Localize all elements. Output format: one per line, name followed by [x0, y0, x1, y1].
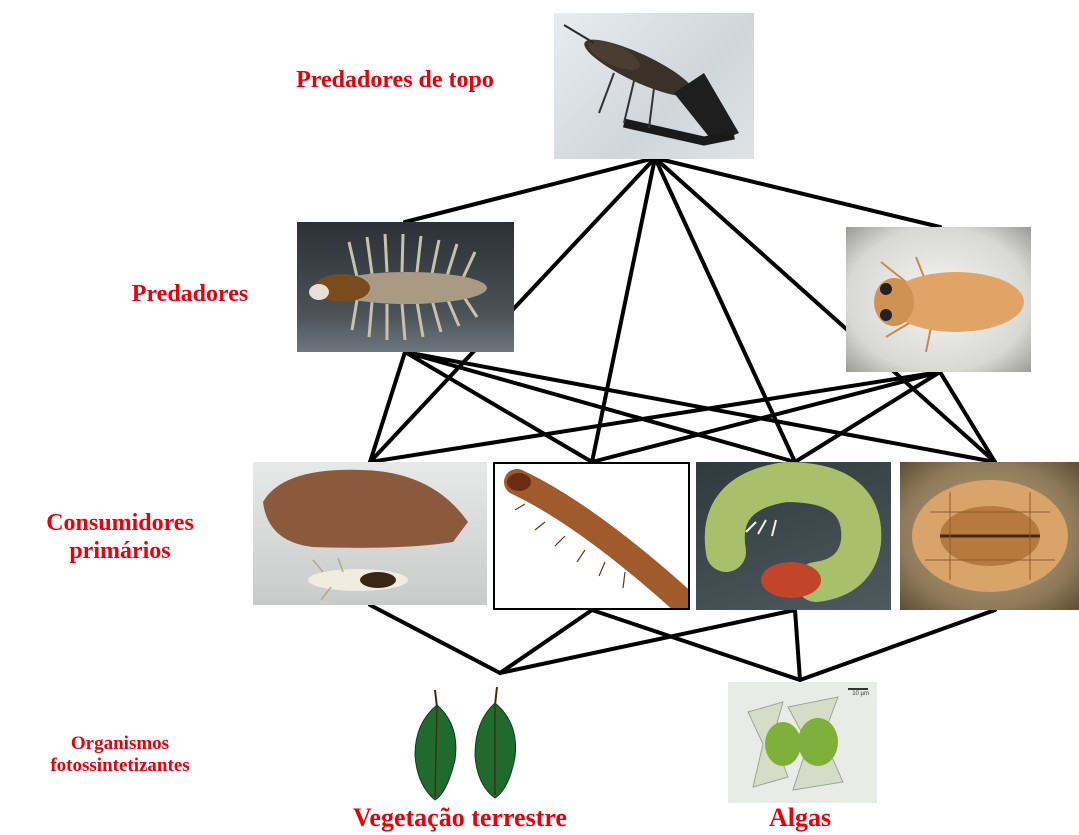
label-primary-consumers-line2: primários	[10, 538, 230, 566]
leaves-icon	[405, 685, 535, 803]
link-pred-right-to-consumer-1	[370, 372, 940, 462]
consumer-caddisfly-photo	[253, 462, 487, 605]
predator-larva-photo	[297, 222, 514, 352]
shrimp-photo	[554, 13, 754, 159]
label-algae: Algas	[740, 803, 860, 833]
link-top-to-consumer-2	[592, 158, 655, 462]
predator-nymph-photo	[846, 227, 1031, 372]
link-top-to-predator-left	[405, 158, 655, 222]
link-top-to-predator-right	[655, 158, 940, 227]
label-predators: Predadores	[100, 281, 280, 309]
link-pred-right-to-consumer-4	[940, 372, 995, 462]
algae-photo: 10 µm	[728, 682, 877, 803]
label-primary-consumers: Consumidores primários	[10, 510, 230, 565]
consumer-green-larva-photo	[696, 462, 891, 610]
link-consumer-3-to-algae	[795, 610, 800, 680]
label-photosynthesizers-line1: Organismos	[10, 733, 230, 755]
consumer-round-larva-photo	[900, 462, 1079, 610]
link-consumer-4-to-algae	[800, 610, 995, 680]
consumer-beetle-larva-photo	[493, 462, 690, 610]
link-consumer-1-to-vegetation	[370, 605, 500, 673]
label-top-predators: Predadores de topo	[255, 67, 535, 95]
label-terrestrial-vegetation: Vegetação terrestre	[310, 803, 610, 833]
label-photosynthesizers-line2: fotossintetizantes	[10, 755, 230, 777]
algae-scale-bar-text: 10 µm	[852, 691, 869, 697]
label-primary-consumers-line1: Consumidores	[10, 510, 230, 538]
label-photosynthesizers: Organismos fotossintetizantes	[10, 733, 230, 777]
